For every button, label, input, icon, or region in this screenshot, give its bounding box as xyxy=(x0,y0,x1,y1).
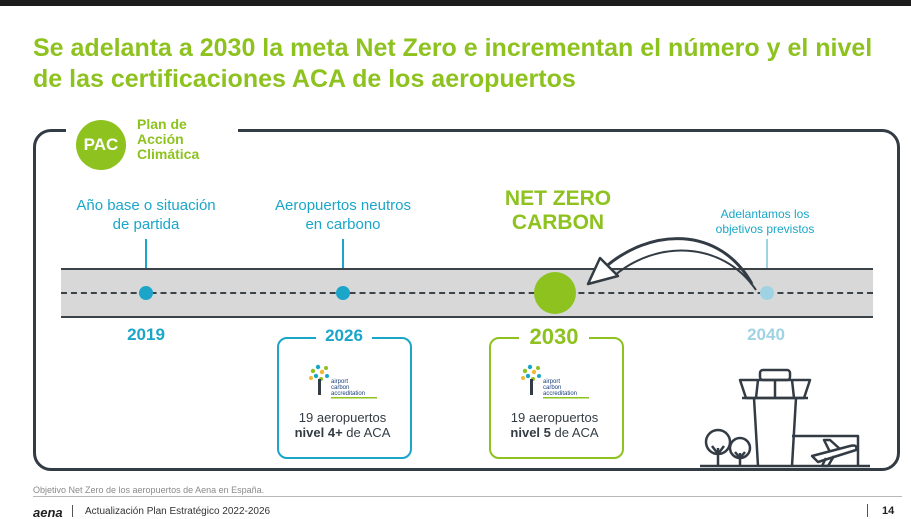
road-dashed-line xyxy=(61,292,873,294)
svg-text:accreditation: accreditation xyxy=(543,391,577,397)
dot-2026 xyxy=(336,286,350,300)
footnote: Objetivo Net Zero de los aeropuertos de … xyxy=(33,485,265,495)
slide: Se adelanta a 2030 la meta Net Zero e in… xyxy=(0,6,911,519)
pac-badge: PAC xyxy=(76,120,126,170)
pac-title: Plan de Acción Climática xyxy=(137,117,199,162)
year-2040: 2040 xyxy=(747,325,785,344)
pac-line-2: Acción xyxy=(137,131,184,147)
milestone-2026-label-line2: en carbono xyxy=(305,216,381,233)
stem-2040 xyxy=(766,239,768,291)
box-2026-line1: 19 aeropuertos xyxy=(298,410,387,425)
milestone-2026-label: Aeropuertos neutros en carbono xyxy=(253,196,433,234)
footer-separator-right xyxy=(867,504,868,517)
net-zero-line2: CARBON xyxy=(511,211,605,234)
pac-badge-text: PAC xyxy=(83,135,119,154)
svg-text:accreditation: accreditation xyxy=(331,391,365,397)
svg-text:airport: airport xyxy=(331,379,348,385)
pac-line-3: Climática xyxy=(137,146,200,162)
box-2026-line2: nivel 4+ de ACA xyxy=(281,425,404,440)
net-zero-label: NET ZERO CARBON xyxy=(474,187,642,235)
timeline-frame xyxy=(33,129,900,471)
milestone-2019-label-line1: Año base o situación xyxy=(76,197,216,214)
svg-text:airport: airport xyxy=(543,379,560,385)
milestone-2040-label-line1: Adelantamos los xyxy=(720,207,810,221)
svg-text:carbon: carbon xyxy=(331,385,349,391)
airport-tower-icon xyxy=(700,368,870,468)
stem-2026 xyxy=(342,239,344,291)
box-2026-rest: de ACA xyxy=(342,425,391,440)
curved-arrow-icon xyxy=(586,237,757,291)
dot-2030 xyxy=(534,272,576,314)
slide-title: Se adelanta a 2030 la meta Net Zero e in… xyxy=(33,34,873,93)
milestone-2019-label-line2: de partida xyxy=(112,216,180,233)
aca-logo-icon: airport carbon accreditation xyxy=(521,364,589,399)
pac-line-1: Plan de xyxy=(137,116,187,132)
aena-logo: aena xyxy=(33,505,63,519)
footer-separator xyxy=(72,505,73,517)
box-2030-rest: de ACA xyxy=(550,425,599,440)
footer-doc-title: Actualización Plan Estratégico 2022-2026 xyxy=(85,506,271,517)
milestone-2026-label-line1: Aeropuertos neutros xyxy=(275,197,411,214)
stem-2019 xyxy=(145,239,147,291)
year-2019: 2019 xyxy=(127,325,165,344)
year-2030: 2030 xyxy=(519,324,589,350)
milestone-2040-label-line2: objetivos previstos xyxy=(715,222,815,236)
page-number: 14 xyxy=(882,505,895,517)
svg-text:carbon: carbon xyxy=(543,385,561,391)
box-2026-text: 19 aeropuertos nivel 4+ de ACA xyxy=(281,410,404,440)
net-zero-line1: NET ZERO xyxy=(504,187,612,210)
milestone-2040-label: Adelantamos los objetivos previstos xyxy=(690,207,840,237)
box-2030-level: nivel 5 xyxy=(510,425,551,440)
footer-divider xyxy=(33,496,902,497)
milestone-2019-label: Año base o situación de partida xyxy=(56,196,236,234)
box-2030-text: 19 aeropuertos nivel 5 de ACA xyxy=(493,410,616,440)
box-2026-level: nivel 4+ xyxy=(294,425,343,440)
dot-2019 xyxy=(139,286,153,300)
aca-logo-icon: airport carbon accreditation xyxy=(309,364,377,399)
year-2026: 2026 xyxy=(316,326,372,346)
box-2030-line1: 19 aeropuertos xyxy=(510,410,599,425)
box-2030-line2: nivel 5 de ACA xyxy=(493,425,616,440)
dot-2040 xyxy=(760,286,774,300)
